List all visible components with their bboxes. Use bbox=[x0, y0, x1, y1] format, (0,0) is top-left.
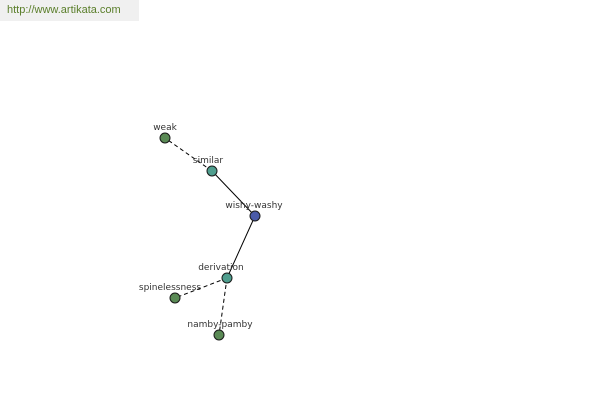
node-namby-pamby[interactable] bbox=[213, 329, 225, 341]
edge-wishy-washy-similar bbox=[211, 170, 256, 217]
edge-wishy-washy-derivation bbox=[226, 215, 256, 279]
node-label-namby-pamby[interactable]: namby-pamby bbox=[187, 320, 253, 330]
node-label-wishy-washy[interactable]: wishy-washy bbox=[225, 201, 283, 211]
node-spinelessness[interactable] bbox=[169, 292, 181, 304]
edge-derivation-spinelessness bbox=[174, 277, 228, 299]
node-label-similar[interactable]: similar bbox=[193, 156, 223, 166]
edge-derivation-namby-pamby bbox=[218, 277, 228, 336]
node-label-weak[interactable]: weak bbox=[153, 123, 177, 133]
node-similar[interactable] bbox=[206, 165, 218, 177]
edge-similar-weak bbox=[164, 137, 213, 172]
site-url-link[interactable]: http://www.artikata.com bbox=[7, 4, 121, 16]
node-weak[interactable] bbox=[159, 132, 171, 144]
url-bar: http://www.artikata.com bbox=[0, 0, 139, 21]
node-label-derivation[interactable]: derivation bbox=[198, 263, 244, 273]
node-label-spinelessness[interactable]: spinelessness bbox=[139, 283, 201, 293]
node-wishy-washy[interactable] bbox=[249, 210, 261, 222]
node-derivation[interactable] bbox=[221, 272, 233, 284]
